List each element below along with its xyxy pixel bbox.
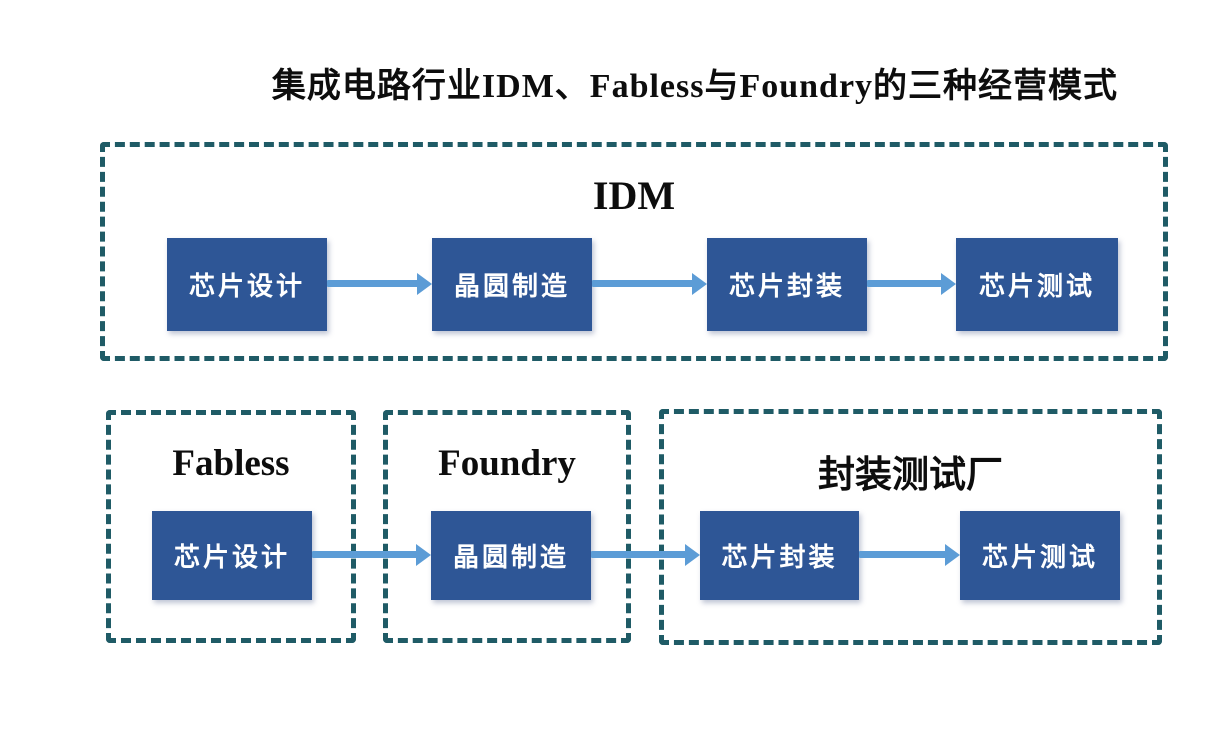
fabless-group-label: Fabless: [172, 443, 290, 484]
step-box-idm-wafer-fab: 晶圆制造: [432, 238, 592, 331]
step-box-fabless-chip-design: 芯片设计: [152, 511, 312, 600]
foundry-group-box: [383, 410, 631, 643]
flow-arrow-idm-3: [867, 273, 956, 295]
arrow-head-icon: [685, 544, 700, 566]
step-box-idm-chip-design: 芯片设计: [167, 238, 327, 331]
osat-group-box: [659, 409, 1162, 645]
idm-group-label: IDM: [592, 173, 676, 218]
step-box-osat-chip-packaging: 芯片封装: [700, 511, 859, 600]
arrow-head-icon: [416, 544, 431, 566]
arrow-shaft: [867, 280, 943, 287]
arrow-shaft: [312, 551, 418, 558]
foundry-group-label: Foundry: [438, 443, 576, 484]
arrow-head-icon: [692, 273, 707, 295]
step-box-foundry-wafer-fab: 晶圆制造: [431, 511, 591, 600]
fabless-group-box: [106, 410, 356, 643]
flow-arrow-foundry-to-osat: [591, 544, 700, 566]
step-box-idm-chip-packaging: 芯片封装: [707, 238, 867, 331]
arrow-shaft: [859, 551, 947, 558]
diagram-title: 集成电路行业IDM、Fabless与Foundry的三种经营模式: [271, 68, 1119, 105]
arrow-shaft: [592, 280, 694, 287]
osat-group-label: 封装测试厂: [818, 455, 1003, 496]
arrow-head-icon: [945, 544, 960, 566]
arrow-shaft: [591, 551, 687, 558]
flow-arrow-fabless-to-foundry: [312, 544, 431, 566]
flow-arrow-idm-1: [327, 273, 432, 295]
flow-arrow-packaging-to-testing: [859, 544, 960, 566]
arrow-head-icon: [941, 273, 956, 295]
flow-arrow-idm-2: [592, 273, 707, 295]
arrow-shaft: [327, 280, 419, 287]
step-box-idm-chip-testing: 芯片测试: [956, 238, 1118, 331]
step-box-osat-chip-testing: 芯片测试: [960, 511, 1120, 600]
arrow-head-icon: [417, 273, 432, 295]
idm-group-box: [100, 142, 1168, 361]
